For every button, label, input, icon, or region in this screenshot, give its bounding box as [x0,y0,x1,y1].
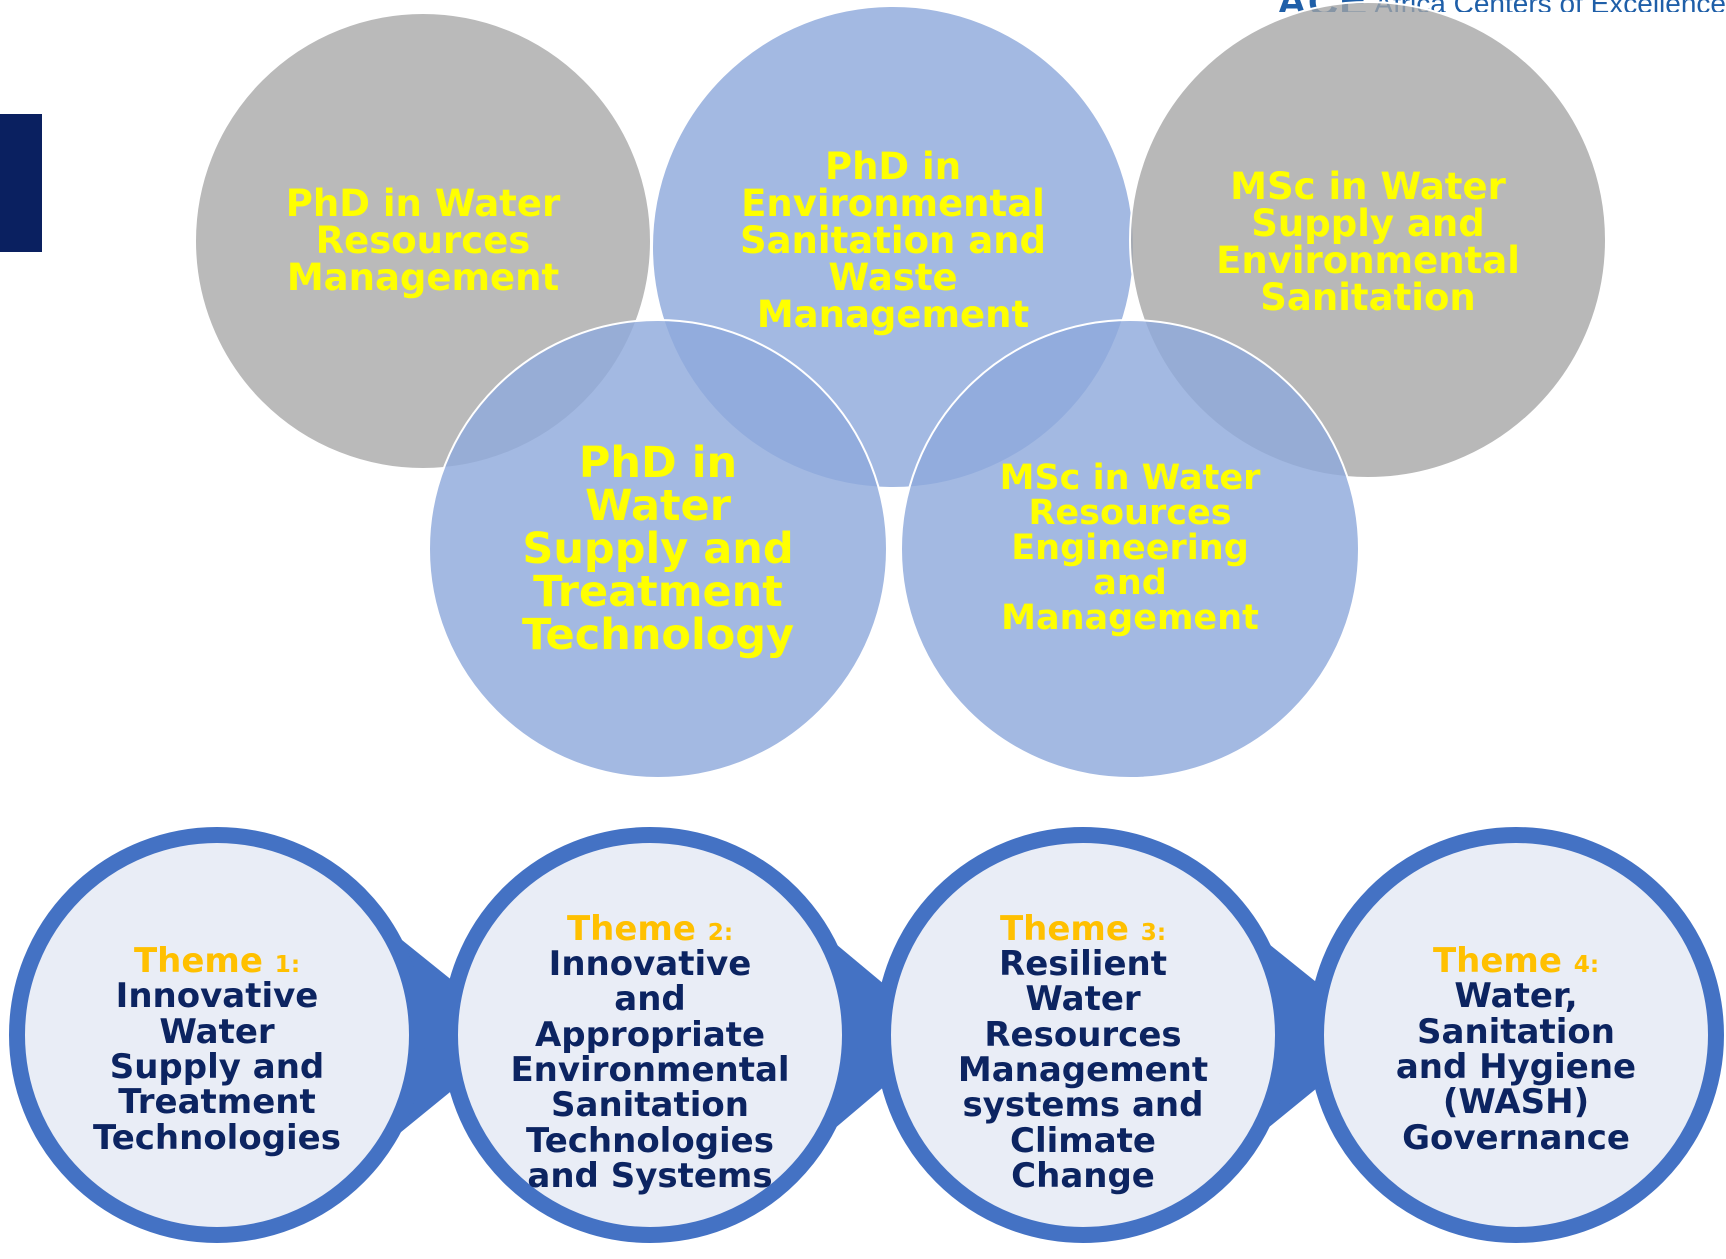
theme-circle-3 [875,827,1291,1243]
theme-heading-3: Theme 3: [999,908,1167,949]
theme-text-3: Resilient Water Resources Management sys… [957,943,1209,1197]
program-circle-phd-water-supply [428,319,888,779]
program-label-phd-water-resources: PhD in Water Resources Management [285,181,561,299]
theme-circle-2 [442,827,858,1243]
logo-name: Africa Centers of Excellence [1374,0,1726,12]
program-label-msc-water-supply: MSc in Water Supply and Environmental Sa… [1216,165,1520,319]
theme-text-2: Innovative and Appropriate Environmental… [510,943,790,1197]
program-circle-msc-water-resources [900,319,1360,779]
theme-text-1: Innovative Water Supply and Treatment Te… [93,976,341,1158]
theme-label-4: Theme 4: Water, Sanitation and Hygiene (… [1391,930,1641,1170]
theme-circle-1 [9,827,425,1243]
program-label-msc-water-resources: MSc in Water Resources Engineering and M… [999,457,1261,638]
program-label-phd-env-sanitation: PhD in Environmental Sanitation and Wast… [739,144,1047,336]
theme-text-4: Water, Sanitation and Hygiene (WASH) Gov… [1395,976,1637,1158]
theme-heading-2: Theme 2: [566,908,734,949]
theme-label-1: Theme 1: Innovative Water Supply and Tre… [92,930,342,1170]
theme-heading-4: Theme 4: [1432,940,1600,981]
program-label-phd-water-supply: PhD in Water Supply and Treatment Techno… [521,437,795,660]
theme-label-3: Theme 3: Resilient Water Resources Manag… [957,898,1209,1208]
theme-label-2: Theme 2: Innovative and Appropriate Envi… [510,898,789,1208]
theme-circle-4 [1308,827,1724,1243]
side-accent-bar [0,114,42,252]
theme-heading-1: Theme 1: [133,940,301,981]
